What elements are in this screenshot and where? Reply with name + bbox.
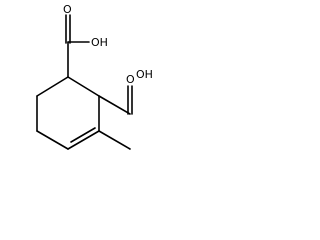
molecule-structure-diagram: O OH O OH [36, 3, 153, 150]
upper-acid-carbonyl-oxygen-label: O [63, 3, 72, 16]
ring-double-bond-inner [70, 127, 96, 143]
ring-bond-upper-right [67, 76, 100, 97]
cyclohexene-ring [36, 76, 100, 150]
methyl-bond [98, 130, 131, 150]
ring-bond-lower-left [36, 130, 69, 150]
right-carboxylic-acid-group: O OH [98, 68, 153, 115]
ring-double-bond-outer [67, 130, 100, 150]
upper-carboxylic-acid-group: O OH [63, 3, 108, 78]
right-acid-hydroxyl-label: OH [136, 68, 153, 81]
right-acid-ring-bond [98, 95, 131, 115]
right-acid-carbonyl-oxygen-label: O [126, 73, 135, 86]
ring-bond-top [36, 76, 69, 97]
upper-acid-hydroxyl-label: OH [91, 36, 108, 49]
